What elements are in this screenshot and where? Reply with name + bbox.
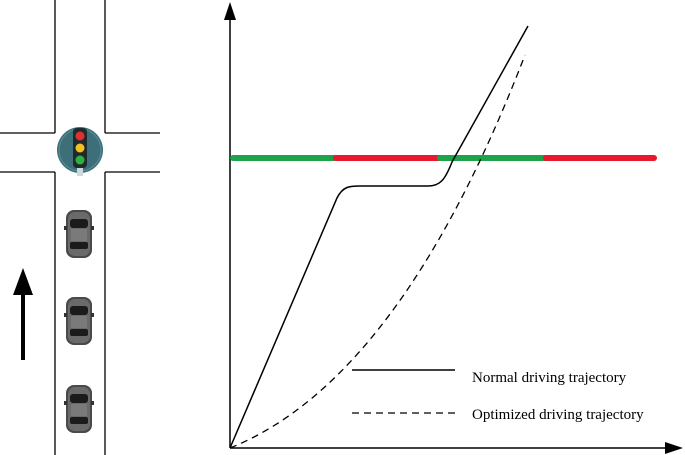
plot-axes <box>224 2 683 454</box>
car-icon <box>64 385 94 433</box>
x-axis-arrowhead <box>665 442 683 454</box>
intersection-roads <box>0 0 160 455</box>
y-axis-arrowhead <box>224 2 236 20</box>
optimized-trajectory-curve <box>229 54 526 449</box>
car-icon <box>64 297 94 345</box>
traffic-light-icon <box>57 127 103 176</box>
legend: Normal driving trajectory Optimized driv… <box>352 369 644 423</box>
car-icon <box>64 210 94 258</box>
arrow-up-icon <box>13 268 33 360</box>
legend-normal-label: Normal driving trajectory <box>472 370 627 386</box>
normal-trajectory-curve <box>229 25 529 449</box>
legend-optimized-label: Optimized driving trajectory <box>472 407 644 423</box>
